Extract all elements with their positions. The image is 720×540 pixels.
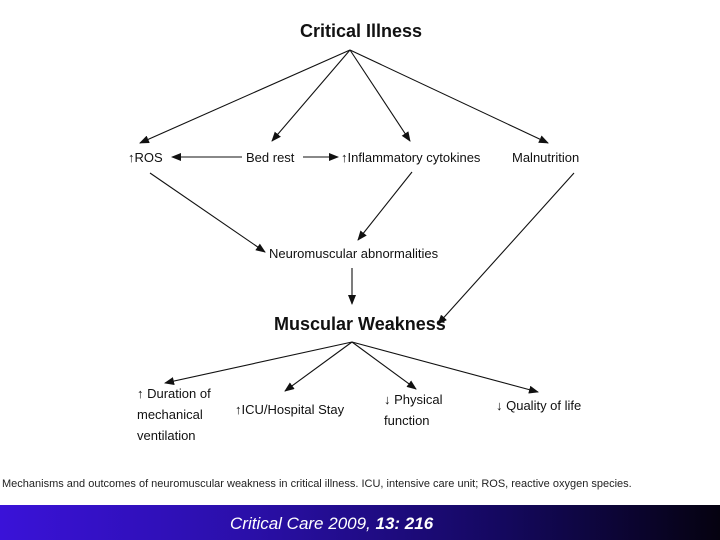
node-neuromuscular-abnormalities: Neuromuscular abnormalities [269, 246, 439, 261]
figure-caption: Mechanisms and outcomes of neuromuscular… [2, 478, 632, 490]
arrow-weakness-to-physical [351, 341, 417, 390]
mechanism-diagram: Critical Illness ↑ROS Bed rest ↑Inflamma… [128, 21, 581, 443]
node-bed-rest: Bed rest [246, 150, 295, 165]
node-muscular-weakness: Muscular Weakness [274, 314, 446, 334]
arrow-weakness-to-quality [351, 341, 539, 394]
citation-journal: Critical Care 2009, [230, 514, 376, 533]
node-inflammatory-cytokines: ↑Inflammatory cytokines [341, 150, 481, 165]
arrow-critical-to-inflammatory [349, 49, 411, 142]
node-ros: ↑ROS [128, 150, 163, 165]
arrow-malnutrition-to-weakness [437, 172, 575, 325]
node-icu-hospital-stay: ↑ICU/Hospital Stay [235, 402, 345, 417]
arrow-inflammatory-to-neuromuscular [357, 171, 413, 241]
arrow-critical-to-ros [139, 49, 351, 144]
arrows-to-neuromuscular [149, 171, 575, 325]
arrows-from-weakness [164, 341, 539, 394]
node-quality-of-life: ↓ Quality of life [496, 398, 581, 413]
arrow-ros-to-neuromuscular [149, 172, 266, 253]
citation: Critical Care 2009, 13: 216 [230, 514, 433, 534]
node-physical-line2: function [384, 413, 430, 428]
node-malnutrition: Malnutrition [512, 150, 579, 165]
arrow-critical-to-malnutrition [349, 49, 549, 144]
citation-volume: 13: 216 [375, 514, 434, 533]
arrow-weakness-to-icu [284, 341, 353, 392]
arrow-weakness-to-duration [164, 341, 353, 385]
node-duration-line1: ↑ Duration of [137, 386, 211, 401]
arrows-from-critical-illness [139, 49, 549, 144]
node-physical-line1: ↓ Physical [384, 392, 443, 407]
footer-bar: Critical Care 2009, 13: 216 [0, 505, 720, 540]
node-duration-line3: ventilation [137, 428, 196, 443]
node-critical-illness: Critical Illness [300, 21, 422, 41]
arrow-critical-to-bedrest [271, 49, 351, 142]
node-duration-line2: mechanical [137, 407, 203, 422]
